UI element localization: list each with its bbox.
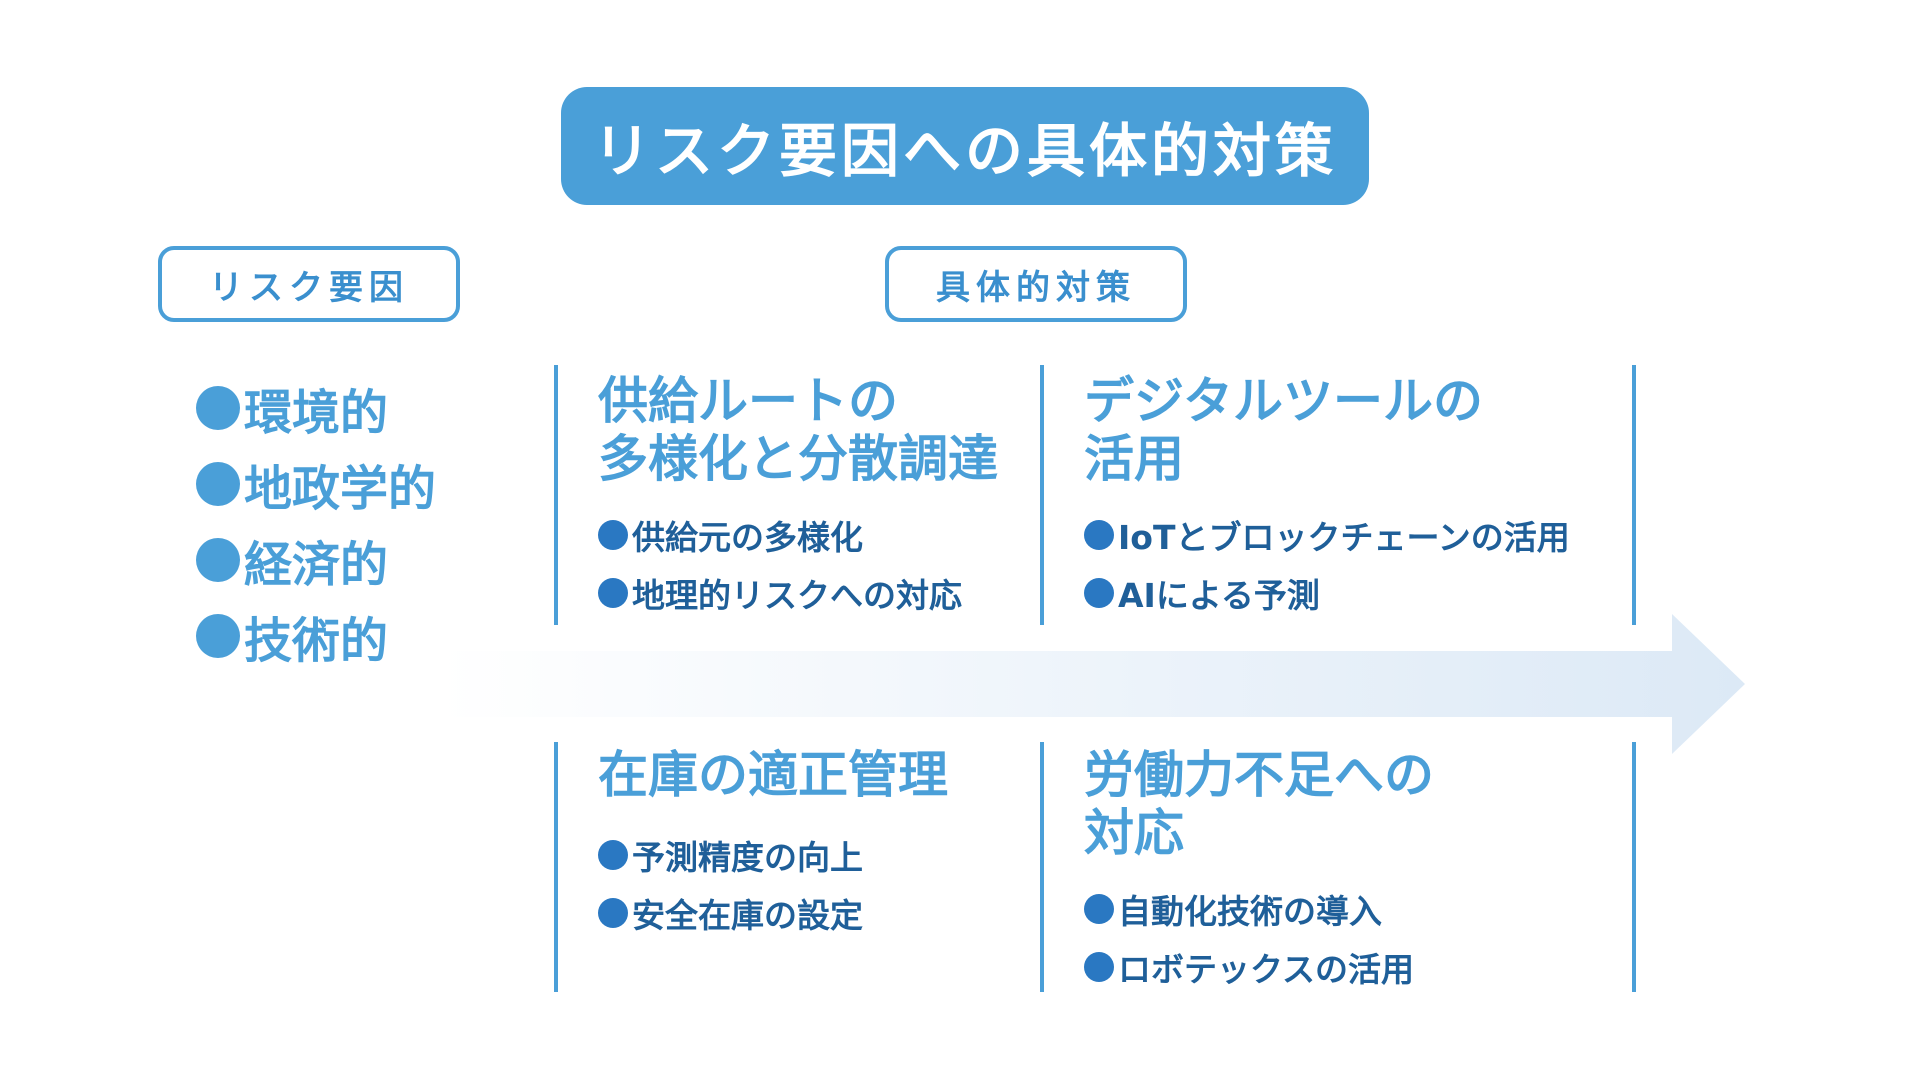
risk-factor-list: 環境的 地政学的 経済的 技術的 [196, 370, 436, 674]
risk-factor-item: 地政学的 [196, 446, 436, 522]
measure-heading: 在庫の適正管理 [598, 746, 948, 804]
measure-bullet: 予測精度の向上 [598, 826, 948, 884]
measure-bullet: 供給元の多様化 [598, 506, 998, 564]
page-title: リスク要因への具体的対策 [561, 87, 1369, 205]
measure-bullet-text: IoTとブロックチェーンの活用 [1118, 518, 1570, 557]
risk-factor-label: 地政学的 [244, 461, 437, 517]
measure-heading-line: デジタルツールの [1084, 372, 1483, 430]
measure-bullet: 地理的リスクへの対応 [598, 564, 998, 622]
risk-factor-item: 経済的 [196, 522, 436, 598]
measure-bullet: 安全在庫の設定 [598, 884, 948, 942]
risk-factor-item: 環境的 [196, 370, 436, 446]
divider-line [554, 742, 558, 992]
divider-line [554, 365, 558, 625]
measure-cell-supply-route: 供給ルートの 多様化と分散調達 供給元の多様化 地理的リスクへの対応 [598, 372, 998, 622]
measure-bullet-text: 予測精度の向上 [632, 838, 863, 877]
bullet-dot-icon [1084, 578, 1114, 608]
measure-heading-line: 活用 [1084, 430, 1184, 488]
bullet-dot-icon [598, 578, 628, 608]
measure-bullet-text: AIによる予測 [1118, 576, 1320, 615]
measure-heading-line: 多様化と分散調達 [598, 430, 998, 488]
bullet-dot-icon [598, 520, 628, 550]
measure-bullet: ロボテックスの活用 [1084, 938, 1434, 996]
measure-bullet-text: 供給元の多様化 [632, 518, 863, 557]
divider-line [1632, 365, 1636, 625]
measure-heading: 供給ルートの 多様化と分散調達 [598, 372, 998, 488]
measures-label: 具体的対策 [885, 246, 1187, 322]
bullet-dot-icon [1084, 894, 1114, 924]
measure-cell-labor-shortage: 労働力不足への 対応 自動化技術の導入 ロボテックスの活用 [1084, 746, 1434, 996]
bullet-dot-icon [1084, 520, 1114, 550]
flow-arrow [440, 614, 1745, 754]
measure-bullet-text: 地理的リスクへの対応 [632, 576, 962, 615]
bullet-dot-icon [598, 840, 628, 870]
measure-heading-line: 労働力不足への [1084, 746, 1434, 804]
measure-bullet-text: 安全在庫の設定 [632, 896, 863, 935]
measure-heading: デジタルツールの 活用 [1084, 372, 1570, 488]
bullet-dot-icon [196, 386, 240, 430]
risk-factors-label: リスク要因 [158, 246, 460, 322]
measure-heading: 労働力不足への 対応 [1084, 746, 1434, 862]
measure-bullet: AIによる予測 [1084, 564, 1570, 622]
bullet-dot-icon [196, 538, 240, 582]
measure-bullet: IoTとブロックチェーンの活用 [1084, 506, 1570, 564]
risk-factor-label: 経済的 [244, 537, 389, 593]
bullet-dot-icon [1084, 952, 1114, 982]
measure-heading-line: 在庫の適正管理 [598, 746, 948, 804]
measure-bullet-text: 自動化技術の導入 [1118, 892, 1382, 931]
divider-line [1632, 742, 1636, 992]
risk-factor-label: 技術的 [244, 613, 389, 669]
risk-factor-item: 技術的 [196, 598, 436, 674]
measure-cell-inventory: 在庫の適正管理 予測精度の向上 安全在庫の設定 [598, 746, 948, 942]
measure-heading-line: 供給ルートの [598, 372, 898, 430]
risk-factor-label: 環境的 [244, 385, 389, 441]
measure-bullet: 自動化技術の導入 [1084, 880, 1434, 938]
bullet-dot-icon [196, 462, 240, 506]
bullet-dot-icon [598, 898, 628, 928]
divider-line [1040, 365, 1044, 625]
measure-heading-line: 対応 [1084, 804, 1184, 862]
measure-bullet-text: ロボテックスの活用 [1118, 950, 1415, 989]
measure-cell-digital-tools: デジタルツールの 活用 IoTとブロックチェーンの活用 AIによる予測 [1084, 372, 1570, 622]
divider-line [1040, 742, 1044, 992]
bullet-dot-icon [196, 614, 240, 658]
